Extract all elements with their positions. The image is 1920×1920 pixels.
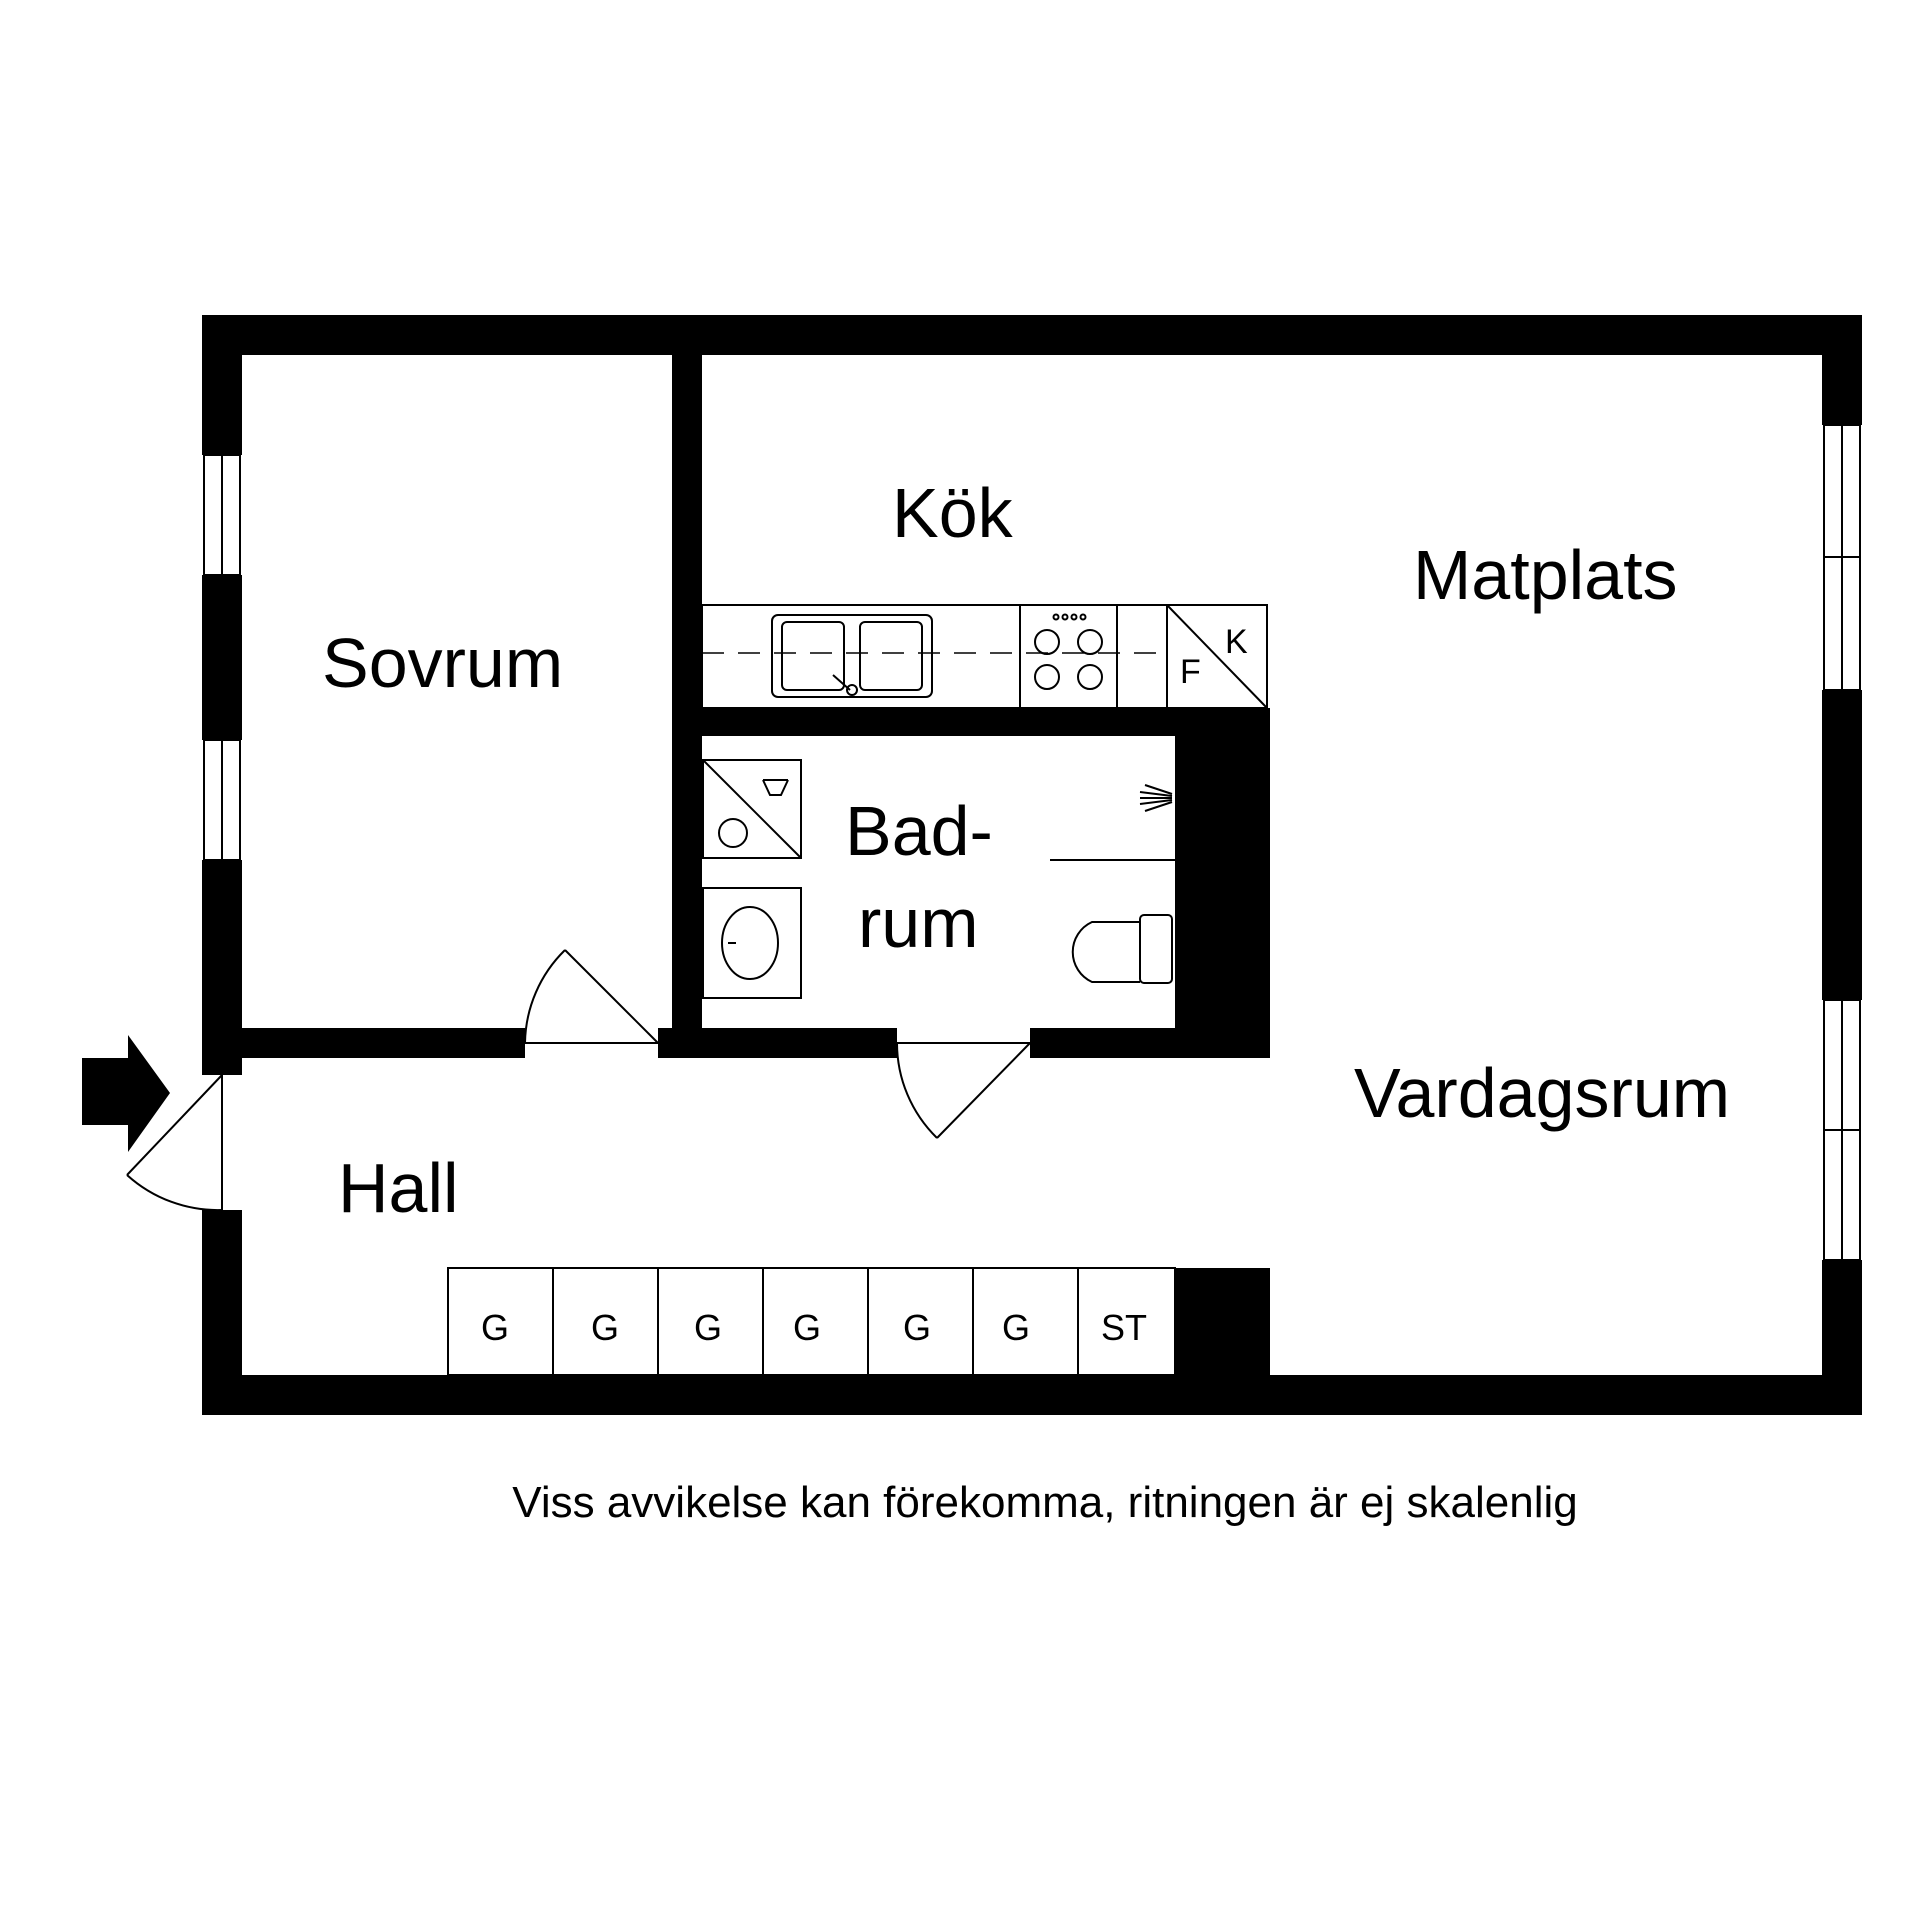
sovrum-door [524,949,659,1044]
washing-machine-icon [702,759,802,859]
doors [126,949,1031,1212]
interior-walls [242,355,1270,1375]
wardrobe-label: G [793,1307,821,1348]
badrum-door [896,1042,1031,1139]
entrance-arrow-icon [82,1035,170,1152]
washbasin-icon [702,887,802,999]
exterior-walls [202,315,1862,1415]
sink-icon [771,614,933,698]
wardrobe-label: G [591,1307,619,1348]
wardrobe-label: G [481,1307,509,1348]
fridge-label: K [1225,623,1248,661]
entrance-door [126,1074,223,1212]
toilet-icon [1071,914,1173,984]
wardrobe-label: G [903,1307,931,1348]
wardrobe-st [1077,1267,1176,1376]
freezer-label: F [1180,653,1201,691]
bathroom-fixtures [702,759,1175,999]
disclaimer-caption: Viss avvikelse kan förekomma, ritningen … [512,1478,1577,1527]
wardrobe-label: G [1002,1307,1030,1348]
room-label-badrum-line1: Bad- [845,792,993,870]
wardrobe-label: G [694,1307,722,1348]
stove-icon [1034,613,1103,690]
fridge-freezer [1166,604,1268,709]
room-label-hall: Hall [338,1149,459,1227]
kitchen-counter [701,604,1268,709]
windows [203,424,1861,1261]
wardrobe-label: ST [1101,1307,1147,1348]
room-label-sovrum: Sovrum [322,624,563,702]
room-label-kok: Kök [892,474,1014,552]
room-label-badrum-line2: rum [858,884,979,962]
room-label-vardagsrum: Vardagsrum [1354,1054,1730,1132]
wardrobes [447,1267,1176,1376]
wardrobe-labels: G G G G G G ST [481,1307,1147,1348]
room-label-matplats: Matplats [1413,536,1678,614]
shower-icon [1050,784,1175,861]
